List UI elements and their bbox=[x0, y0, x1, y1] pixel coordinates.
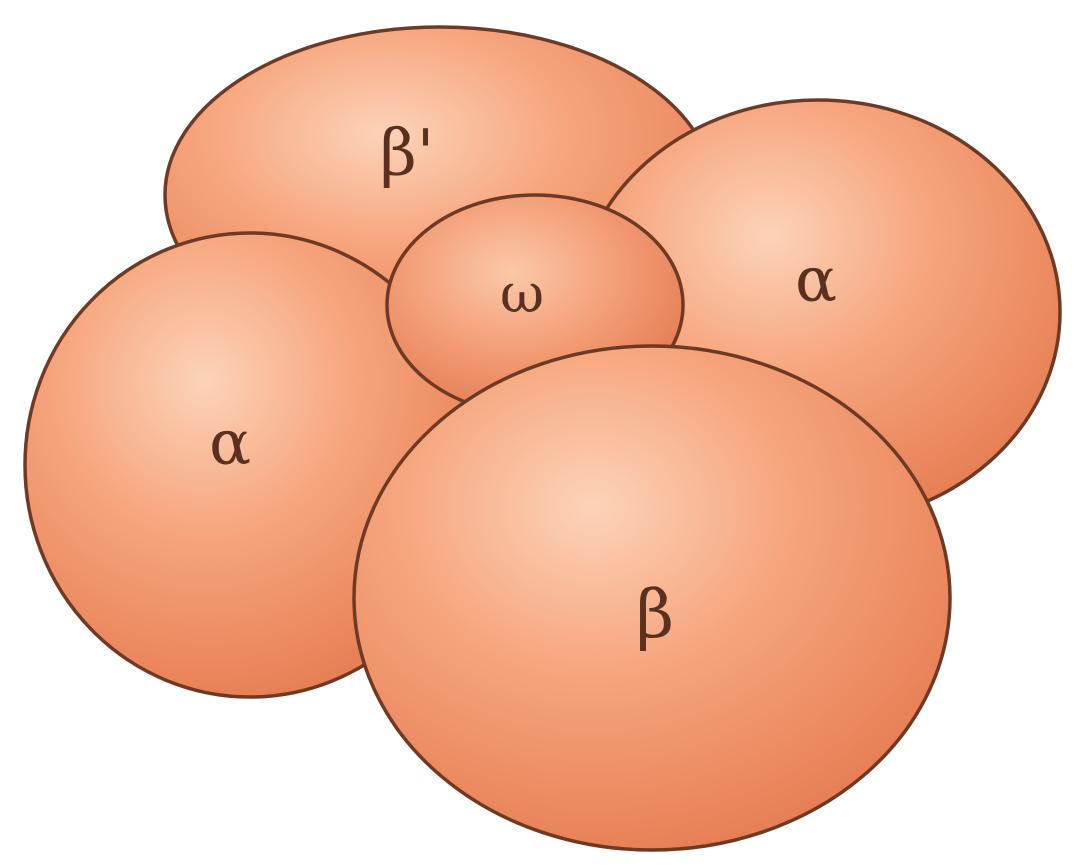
subunit-beta: β bbox=[354, 346, 950, 850]
subunit-beta-prime-label: β' bbox=[380, 117, 435, 191]
subunit-omega-label: ω bbox=[500, 262, 544, 325]
subunit-alpha-left-label: α bbox=[209, 406, 251, 479]
subunit-alpha-right-label: α bbox=[795, 243, 837, 316]
subunit-beta-label: β bbox=[636, 576, 674, 653]
